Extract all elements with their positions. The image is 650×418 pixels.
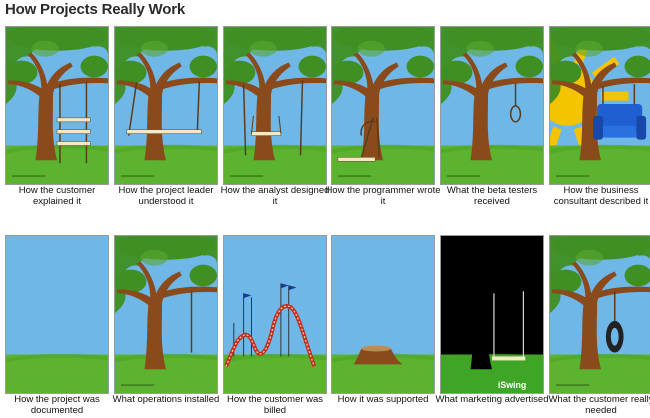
panel-caption: What the customer really needed: [548, 394, 650, 416]
panel-illustration: [440, 26, 544, 185]
panel-illustration: [331, 235, 435, 394]
panel-caption: How it was supported: [337, 394, 429, 405]
panel-caption: How the programmer wrote it: [325, 185, 441, 207]
panel-caption: What the beta testers received: [446, 185, 538, 207]
page-title: How Projects Really Work: [5, 1, 185, 18]
panel-caption: How the customer was billed: [226, 394, 324, 416]
panel-caption: How the customer explained it: [18, 185, 96, 207]
panel-illustration: [114, 235, 218, 394]
panel-illustration: [223, 235, 327, 394]
panel-illustration: [114, 26, 218, 185]
panel-illustration: iSwing: [440, 235, 544, 394]
panel-caption: How the analyst designed it: [220, 185, 330, 207]
panel-caption: What marketing advertised: [435, 394, 549, 405]
panel-illustration: [223, 26, 327, 185]
iswing-watermark: iSwing: [498, 380, 526, 390]
panel-caption: What operations installed: [112, 394, 220, 405]
panel-illustration: [549, 26, 650, 185]
panel-caption: How the project leader understood it: [118, 185, 214, 207]
panel-illustration: [331, 26, 435, 185]
panel-caption: How the business consultant described it: [553, 185, 649, 207]
panel-caption: How the project was documented: [14, 394, 100, 416]
panel-illustration: [5, 235, 109, 394]
panel-illustration: [5, 26, 109, 185]
panel-illustration: [549, 235, 650, 394]
